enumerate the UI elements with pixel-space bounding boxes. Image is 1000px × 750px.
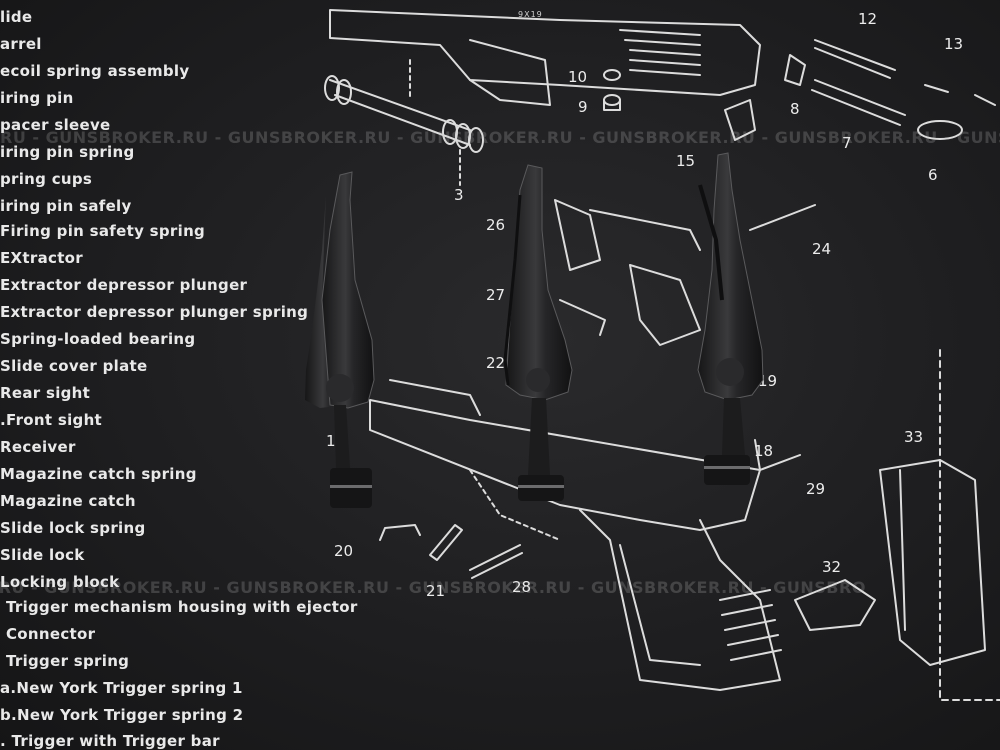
legend-item: Slide lock spring [0, 519, 146, 537]
legend-item: iring pin [0, 89, 74, 107]
part-number: 22 [486, 354, 506, 372]
part-number: 8 [790, 100, 800, 118]
legend-item: EXtractor [0, 249, 83, 267]
part-number: 12 [858, 10, 878, 28]
legend-item: Slide lock [0, 546, 85, 564]
slide-marking: 9X19 [518, 10, 543, 19]
legend-item: Extractor depressor plunger spring [0, 303, 309, 321]
legend-item: b.New York Trigger spring 2 [0, 706, 244, 724]
part-number: 26 [486, 216, 506, 234]
legend-item: Magazine catch spring [0, 465, 197, 483]
part-number: 13 [944, 35, 964, 53]
legend-item: ecoil spring assembly [0, 62, 190, 80]
legend-item: Magazine catch [0, 492, 136, 510]
part-number: 28 [512, 578, 532, 596]
legend-item: Connector [6, 625, 96, 643]
legend-item: lide [0, 8, 33, 26]
legend-item: Slide cover plate [0, 357, 148, 375]
legend-item: Locking block [0, 573, 120, 591]
legend-item: iring pin spring [0, 143, 135, 161]
legend-item: Trigger mechanism housing with ejector [6, 598, 358, 616]
part-number: 18 [754, 442, 774, 460]
legend-item: Receiver [0, 438, 76, 456]
legend-item: iring pin safely [0, 197, 132, 215]
legend-item: pacer sleeve [0, 116, 111, 134]
part-number: 29 [806, 480, 826, 498]
part-number: 7 [842, 134, 852, 152]
legend-item: pring cups [0, 170, 93, 188]
watermark: RU - GUNSBROKER.RU - GUNSBROKER.RU - GUN… [0, 128, 1000, 147]
legend-item: a.New York Trigger spring 1 [0, 679, 243, 697]
legend-item: Extractor depressor plunger [0, 276, 248, 294]
parts-legend: lide arrel ecoil spring assembly iring p… [0, 0, 357, 750]
legend-item: . Trigger with Trigger bar [0, 732, 220, 750]
part-number: 10 [568, 68, 588, 86]
legend-item: Rear sight [0, 384, 91, 402]
part-number: 21 [426, 582, 446, 600]
part-number: 15 [676, 152, 696, 170]
watermark: .RU - GUNSBROKER.RU - GUNSBROKER.RU - GU… [0, 578, 866, 597]
part-number: 33 [904, 428, 924, 446]
legend-item: .Front sight [0, 411, 103, 429]
legend-item: Trigger spring [6, 652, 130, 670]
legend-item: arrel [0, 35, 42, 53]
part-number: 24 [812, 240, 832, 258]
trigger-spring [305, 171, 375, 508]
legend-item: Spring-loaded bearing [0, 330, 196, 348]
trigger-spring [697, 152, 764, 485]
part-number: 6 [928, 166, 938, 184]
legend-item: Firing pin safety spring [0, 222, 206, 240]
part-number: 1 [326, 432, 336, 450]
part-number: 20 [334, 542, 354, 560]
part-number: 3 [454, 186, 464, 204]
trigger-spring [503, 164, 573, 501]
part-number: 9 [578, 98, 588, 116]
part-number: 27 [486, 286, 506, 304]
part-number: 32 [822, 558, 842, 576]
